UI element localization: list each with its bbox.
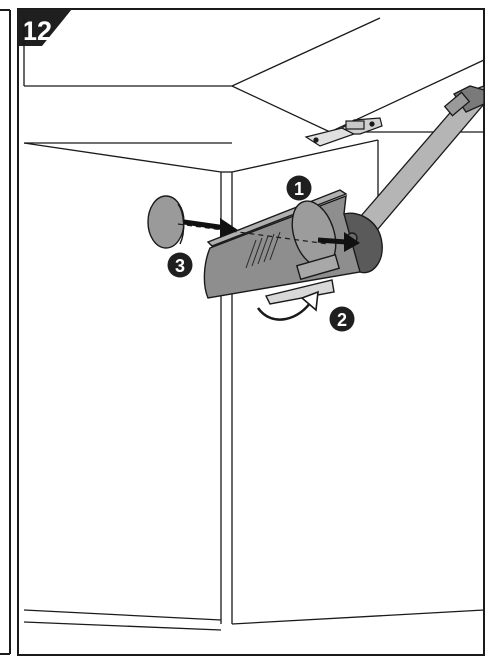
callout-3: 3 <box>167 252 193 278</box>
cabinet-top-panel <box>23 17 485 144</box>
cabinet-interior <box>23 139 485 631</box>
callout-2-label: 2 <box>337 310 347 330</box>
alignment-guide <box>177 223 329 245</box>
step-badge: 12 <box>18 9 72 46</box>
lift-mechanism <box>203 189 383 305</box>
cover-cap <box>147 195 185 249</box>
step-number: 12 <box>22 16 52 46</box>
callout-2: 2 <box>329 306 355 332</box>
callout-1-label: 1 <box>294 179 304 199</box>
straight-arrow-icon <box>183 218 238 238</box>
curved-arrow-icon <box>256 290 319 321</box>
callout-3-label: 3 <box>175 256 185 276</box>
previous-panel-edge <box>0 9 11 655</box>
lift-arm <box>353 85 485 237</box>
step-frame <box>17 8 485 656</box>
mounting-plate-icon <box>304 117 383 147</box>
callout-1: 1 <box>286 175 312 201</box>
straight-arrow-icon <box>317 232 360 252</box>
